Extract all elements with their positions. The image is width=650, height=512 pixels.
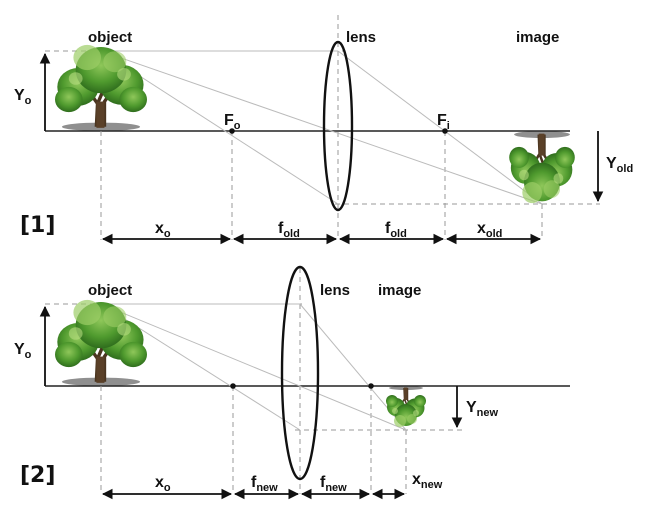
object-tree-1	[53, 43, 149, 133]
focal-point-image-2	[368, 383, 374, 389]
panel-number-2: [2]	[20, 463, 55, 488]
focal-point-object-2	[230, 383, 236, 389]
panel-1: object lens image Yo Yold Fo Fi [1] xo f…	[14, 15, 633, 245]
distance-label-xnew-2: xnew	[412, 471, 443, 491]
object-height-label-1: Yo	[14, 87, 32, 107]
image-tree-2	[385, 385, 427, 428]
lens-1	[322, 40, 354, 212]
image-label-1: image	[516, 29, 559, 46]
distance-label-xo-1: xo	[155, 220, 171, 240]
ray-refracted-1	[337, 50, 543, 205]
lens-label-1: lens	[346, 29, 376, 46]
lens-label-2: lens	[320, 282, 350, 299]
distance-label-fold-left-1: fold	[278, 220, 300, 240]
focal-image-label-1: Fi	[437, 112, 450, 132]
object-label-2: object	[88, 282, 132, 299]
distance-label-fold-right-1: fold	[385, 220, 407, 240]
ray-center-2	[100, 303, 407, 431]
panel-2: object lens image Yo Ynew [2] xo fnew fn…	[14, 265, 570, 500]
distance-label-fnew-right-2: fnew	[320, 474, 347, 494]
object-label-1: object	[88, 29, 132, 46]
lens-2	[280, 265, 320, 481]
distance-label-xold-1: xold	[477, 220, 502, 240]
focal-object-label-1: Fo	[224, 112, 241, 132]
image-height-label-2: Ynew	[466, 399, 499, 419]
distance-label-fnew-left-2: fnew	[251, 474, 278, 494]
distance-label-xo-2: xo	[155, 474, 171, 494]
image-tree-1	[507, 129, 577, 205]
focal-point-object-1	[229, 128, 235, 134]
image-label-2: image	[378, 282, 421, 299]
focal-point-image-1	[442, 128, 448, 134]
object-height-label-2: Yo	[14, 341, 32, 361]
panel-number-1: [1]	[20, 213, 55, 238]
ray-center-1	[100, 50, 543, 205]
object-tree-2	[53, 298, 149, 388]
image-height-label-1: Yold	[606, 155, 633, 175]
